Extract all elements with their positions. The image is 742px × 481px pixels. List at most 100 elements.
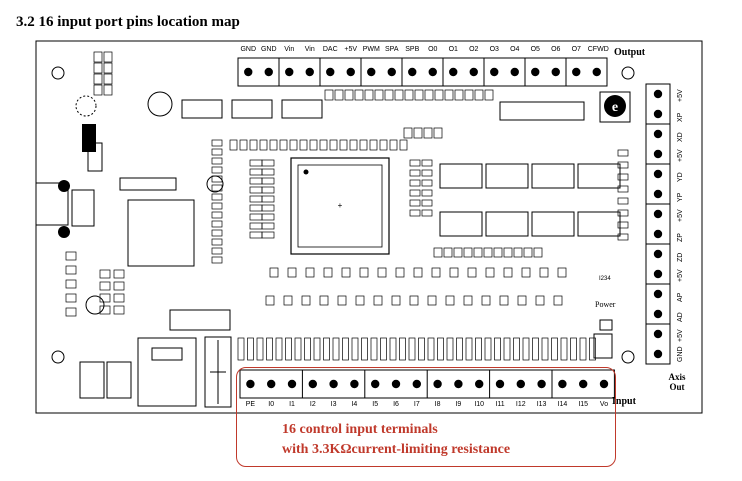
axis-pin-label: XP [677, 112, 684, 122]
dc-jack [35, 182, 69, 226]
callout-line-2: with 3.3KΩcurrent-limiting resistance [282, 442, 511, 457]
axis-terminal-screw [653, 209, 663, 219]
input-terminal-screw [579, 379, 588, 389]
axis-pin-label: +5V [677, 149, 684, 162]
rj45-connector [137, 337, 197, 407]
input-pin-label: I6 [393, 401, 399, 408]
output-pin-label: O3 [489, 46, 499, 53]
svg-text:e: e [612, 100, 618, 115]
header-2x5 [169, 309, 231, 331]
output-terminal-screw [449, 67, 458, 77]
main-chip-outer [290, 157, 390, 255]
output-pin-label: SPB [405, 46, 420, 53]
input-terminal-screw [371, 379, 380, 389]
axis-terminal-screw [653, 149, 663, 159]
input-pin-label: I0 [268, 401, 275, 408]
output-terminal-screw [428, 67, 437, 77]
axis-pin-label: ZD [677, 252, 684, 262]
output-terminal-screw [572, 67, 581, 77]
input-pin-label: I9 [455, 401, 462, 408]
axis-terminal-screw [653, 169, 663, 179]
input-terminal-screw [308, 379, 317, 389]
input-pin-label: I15 [578, 401, 589, 408]
logo-circle [604, 95, 626, 117]
axis-terminal-block [645, 83, 671, 365]
input-pin-label: I2 [309, 401, 316, 408]
output-pin-label: O4 [510, 46, 520, 53]
input-terminal-screw [391, 379, 401, 389]
axis-terminal-screw [653, 309, 663, 319]
axis-pin-label: GND [677, 346, 684, 362]
output-terminal-screw [469, 67, 478, 77]
axis-terminal-screw [653, 229, 663, 239]
axis-terminal-screw [653, 109, 663, 119]
callout-line-1: 16 control input terminals [282, 422, 438, 437]
output-terminal-screw [346, 67, 355, 77]
capacitor-block [204, 336, 232, 408]
smd-components [65, 51, 629, 317]
axis-terminal-screw [653, 329, 663, 339]
chip-label: I234 [599, 276, 611, 282]
output-terminal-screw [305, 67, 314, 77]
input-terminal-screw [329, 379, 338, 389]
input-terminal-screw [350, 379, 359, 389]
output-terminal-screw [408, 67, 417, 77]
axis-terminal-screw [653, 269, 663, 279]
input-terminal-screw [412, 379, 421, 389]
axis-pin-label: +5V [677, 89, 684, 102]
axis-pin-label: ZP [677, 233, 684, 242]
input-terminal-screw [558, 379, 567, 389]
optocoupler-array [439, 163, 621, 237]
output-pin-label: +5V [344, 46, 358, 53]
input-pin-label: I11 [495, 401, 505, 408]
input-terminal-screw [454, 379, 463, 389]
output-pin-label: SPA [385, 46, 399, 53]
diagram-title: 3.2 16 input port pins location map [16, 14, 240, 30]
input-pin-label: I3 [330, 401, 337, 408]
input-terminal-screw [495, 379, 505, 389]
axis-terminal-screw [653, 89, 663, 99]
power-label: Power [595, 300, 616, 309]
axis-pin-label: +5V [677, 209, 684, 222]
output-pin-label: O2 [469, 46, 479, 53]
input-pin-label: Vo [599, 401, 609, 408]
output-terminal-screw [490, 67, 499, 77]
output-terminal-screw [531, 67, 540, 77]
axis-pin-label: YD [677, 172, 684, 182]
input-pin-label: PE [245, 401, 256, 408]
svg-text:+: + [338, 201, 343, 210]
axis-pin-label: +5V [677, 329, 684, 342]
output-pin-label: PWM [362, 46, 380, 53]
axis-pin-label: +5V [677, 269, 684, 282]
input-terminal-screw [599, 379, 609, 389]
output-pin-label: GND [260, 46, 277, 53]
output-terminal-screw [367, 67, 376, 77]
output-terminal-screw [264, 67, 273, 77]
input-pin-label: I1 [289, 401, 295, 408]
input-pin-label: I12 [515, 401, 526, 408]
axis-terminal-screw [653, 189, 663, 199]
input-terminal-screw [516, 379, 525, 389]
output-terminal-screw [551, 67, 560, 77]
input-pin-label: I13 [536, 401, 547, 408]
callout-box [236, 367, 616, 467]
output-terminal-block [237, 57, 608, 87]
axis-pin-label: AP [677, 292, 684, 302]
output-pin-label: O0 [428, 46, 438, 53]
input-pin-label: I8 [434, 401, 441, 408]
main-chip-inner [297, 164, 383, 248]
axis-terminal-screw [653, 289, 663, 299]
mounting-hole [621, 350, 635, 364]
output-pin-label: O7 [571, 46, 581, 53]
output-pin-label: O1 [448, 46, 458, 53]
input-pin-label: I7 [413, 401, 420, 408]
axis-pin-label: YP [677, 192, 684, 202]
input-terminal-screw [475, 379, 484, 389]
output-terminal-screw [510, 67, 519, 77]
chip-pin1-dot [303, 169, 309, 175]
input-terminal-screw [246, 379, 255, 389]
output-terminal-screw [592, 67, 601, 77]
input-terminal-block [237, 337, 615, 399]
board-outline [35, 40, 703, 414]
